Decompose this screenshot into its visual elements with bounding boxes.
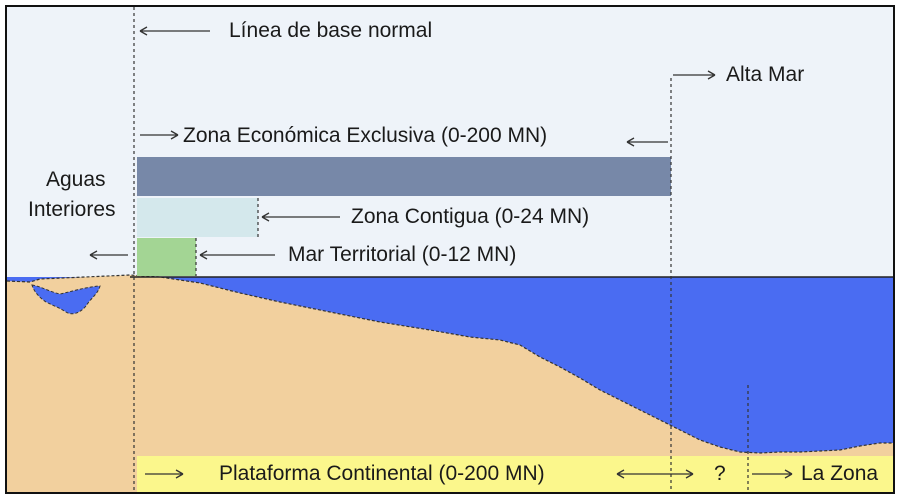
land-profile xyxy=(7,275,893,492)
internal-waters-label-line2: Interiores xyxy=(28,198,116,221)
coastline xyxy=(6,274,893,454)
territorial-sea-bar xyxy=(137,238,196,276)
the-area-label: La Zona xyxy=(801,462,879,485)
contiguous-zone-label: Zona Contigua (0-24 MN) xyxy=(351,205,590,228)
territorial-sea-label: Mar Territorial (0-12 MN) xyxy=(288,243,517,266)
unknown-marker: ? xyxy=(714,462,726,485)
shelf-double-arrow xyxy=(616,469,694,479)
contiguous-arrow xyxy=(261,212,340,222)
area-arrow xyxy=(752,469,793,479)
frame xyxy=(5,5,895,494)
internal-waters-label-line1: Aguas xyxy=(46,168,106,191)
high-seas-label: Alta Mar xyxy=(726,63,805,86)
shelf-left-arrow xyxy=(145,469,184,479)
baseline-label: Línea de base normal xyxy=(229,19,433,42)
arrows xyxy=(89,26,793,479)
territorial-arrow xyxy=(199,250,275,260)
eez-left-arrow xyxy=(140,130,179,140)
inland-water xyxy=(31,284,101,315)
high-seas-arrow xyxy=(673,70,716,80)
continental-shelf-label: Plataforma Continental (0-200 MN) xyxy=(219,462,545,485)
eez-right-arrow xyxy=(626,137,668,147)
eez-bar xyxy=(137,157,671,196)
baseline-arrow xyxy=(139,26,210,36)
eez-label: Zona Económica Exclusiva (0-200 MN) xyxy=(183,124,548,147)
contiguous-zone-bar xyxy=(137,198,258,237)
internal-waters-arrow xyxy=(89,250,128,260)
